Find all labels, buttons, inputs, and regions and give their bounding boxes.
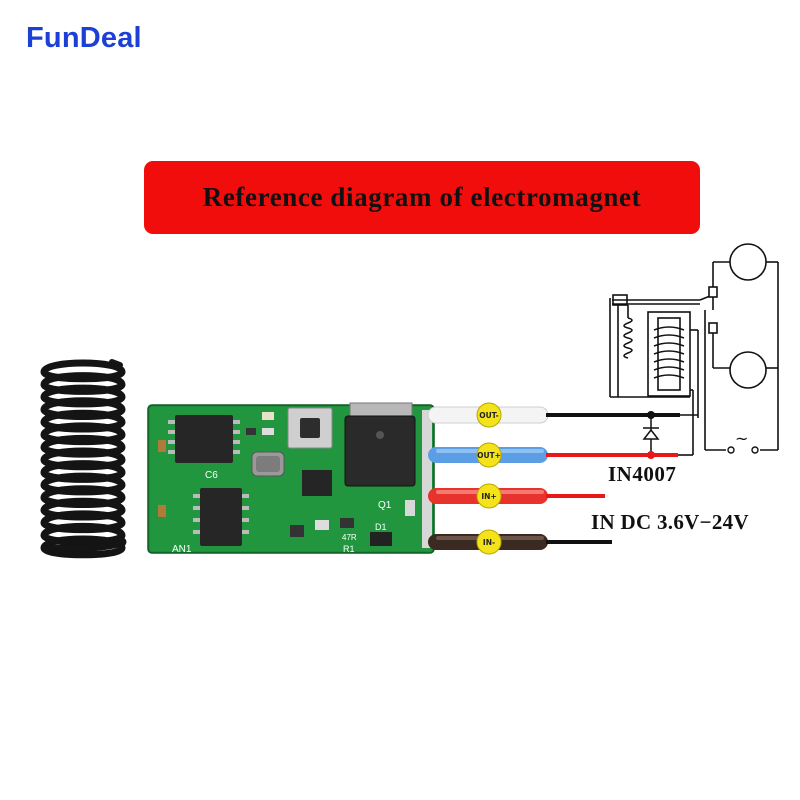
pin-label-in-minus: IN- — [476, 529, 502, 555]
diode-label: IN4007 — [608, 462, 677, 486]
ac-switch: ~ — [727, 429, 759, 454]
silk-an1: AN1 — [172, 544, 192, 555]
silk-47r: 47R — [342, 533, 357, 542]
lamp-icon — [729, 243, 767, 281]
svg-text:IN+: IN+ — [481, 492, 496, 501]
ac-symbol: ~ — [735, 429, 748, 448]
pin-label-out-minus: OUT- — [476, 402, 502, 428]
relay-coil-icon — [609, 261, 779, 456]
title-banner: Reference diagram of electromagnet — [144, 161, 700, 234]
power-input-label: IN DC 3.6V−24V — [591, 510, 749, 534]
diagram-title: Reference diagram of electromagnet — [202, 182, 642, 212]
silk-d1: D1 — [375, 522, 387, 532]
pin-label-out-plus: OUT+ — [476, 442, 502, 468]
svg-text:OUT+: OUT+ — [477, 451, 501, 460]
lamp-icon-2 — [729, 351, 767, 389]
diode-icon — [642, 411, 660, 459]
silk-c6: C6 — [205, 470, 218, 481]
svg-text:IN-: IN- — [483, 538, 495, 547]
antenna-coil-icon — [40, 359, 127, 559]
silk-q1: Q1 — [378, 500, 392, 511]
pin-label-in-plus: IN+ — [476, 483, 502, 509]
brand-logo: FunDeal — [26, 22, 142, 54]
svg-text:OUT-: OUT- — [479, 411, 499, 420]
coil-turn — [40, 535, 126, 559]
receiver-pcb: C6 Q1 D1 47R AN1 R1 — [147, 402, 435, 555]
silk-r1: R1 — [343, 544, 355, 554]
